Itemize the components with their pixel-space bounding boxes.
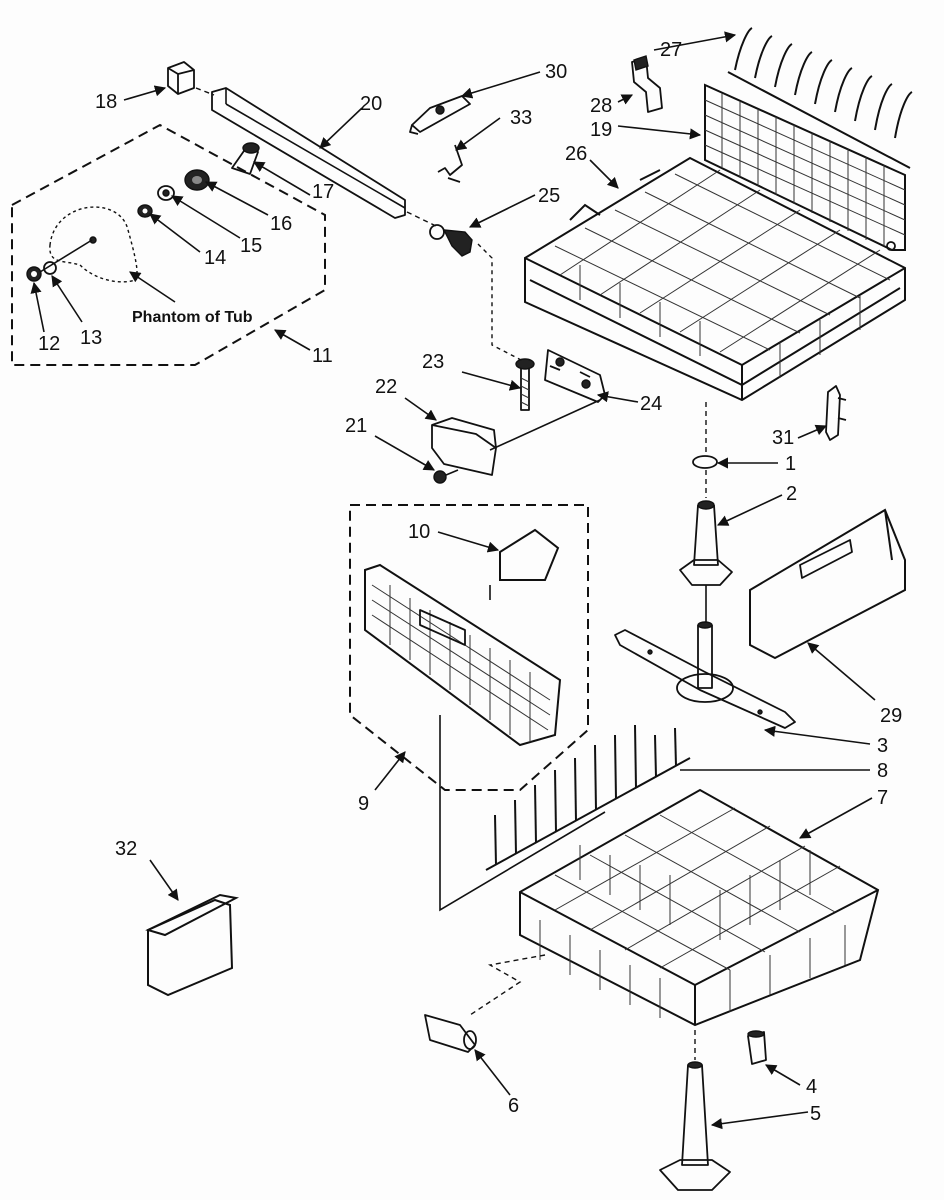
label-32: 32	[115, 838, 137, 860]
label-15: 15	[240, 235, 262, 257]
label-18: 18	[95, 91, 117, 113]
label-9: 9	[358, 793, 369, 815]
label-31: 31	[772, 427, 794, 449]
part-10-insert	[489, 528, 560, 600]
part-20-rack-rail	[211, 87, 406, 219]
part-9-rack-insert	[364, 563, 562, 747]
part-19-cup-shelf	[704, 83, 906, 251]
part-27-tine-row	[727, 27, 913, 169]
label-3: 3	[877, 735, 888, 757]
part-16-roller	[184, 169, 210, 191]
tub-group-boundary	[11, 123, 326, 366]
label-5: 5	[810, 1103, 821, 1125]
part-25-roller-clip	[429, 224, 473, 257]
part-6-wheel	[424, 1014, 477, 1053]
label-21: 21	[345, 415, 367, 437]
part-13-washer	[43, 261, 57, 275]
label-10: 10	[408, 521, 430, 543]
label-2: 2	[786, 483, 797, 505]
label-8: 8	[877, 760, 888, 782]
part-labels: 18 20 30 33 25 17 16 15 14 12 13 Phantom…	[38, 39, 902, 1125]
part-15-bushing	[157, 185, 175, 201]
part-2-spray-tube	[679, 500, 733, 625]
part-22-bumper	[431, 417, 497, 476]
phantom-of-tub-note: Phantom of Tub	[132, 309, 253, 326]
phantom-of-tub-outline	[49, 206, 138, 283]
label-19: 19	[590, 119, 612, 141]
label-22: 22	[375, 376, 397, 398]
label-17: 17	[312, 181, 334, 203]
label-26: 26	[565, 143, 587, 165]
part-26-upper-rack	[524, 156, 906, 402]
part-18-end-cap	[167, 61, 195, 95]
label-29: 29	[880, 705, 902, 727]
part-30-clip	[409, 95, 471, 135]
label-13: 13	[80, 327, 102, 349]
part-33-spring-clip	[437, 144, 463, 183]
part-29-silverware-basket	[749, 508, 906, 660]
part-17-stud	[231, 142, 260, 175]
label-33: 33	[510, 107, 532, 129]
part-7-lower-rack	[519, 788, 880, 1027]
part-12-nut	[26, 266, 42, 282]
stud	[89, 236, 97, 244]
label-1: 1	[785, 453, 796, 475]
label-24: 24	[640, 393, 662, 415]
label-16: 16	[270, 213, 292, 235]
label-14: 14	[204, 247, 226, 269]
part-14-washer	[137, 204, 153, 218]
part-3-spray-arm	[614, 621, 796, 729]
part-5-lower-tube	[659, 1030, 731, 1191]
label-12: 12	[38, 333, 60, 355]
label-4: 4	[806, 1076, 817, 1098]
label-7: 7	[877, 787, 888, 809]
label-27: 27	[660, 39, 682, 61]
label-6: 6	[508, 1095, 519, 1117]
part-21-screw	[433, 469, 459, 484]
part-8-tine-row	[485, 724, 691, 871]
label-23: 23	[422, 351, 444, 373]
rack-insert-group-boundary	[349, 504, 589, 791]
part-28-clip	[631, 55, 663, 113]
part-1-washer	[692, 455, 718, 469]
label-28: 28	[590, 95, 612, 117]
label-25: 25	[538, 185, 560, 207]
part-4-bushing	[747, 1030, 767, 1065]
label-30: 30	[545, 61, 567, 83]
part-24-bracket	[544, 349, 606, 403]
part-32-utensil-basket	[145, 893, 240, 997]
part-23-screw	[515, 358, 535, 411]
label-20: 20	[360, 93, 382, 115]
label-11: 11	[312, 345, 333, 367]
part-31-clip	[825, 385, 847, 441]
leader-lines	[30, 31, 876, 1130]
